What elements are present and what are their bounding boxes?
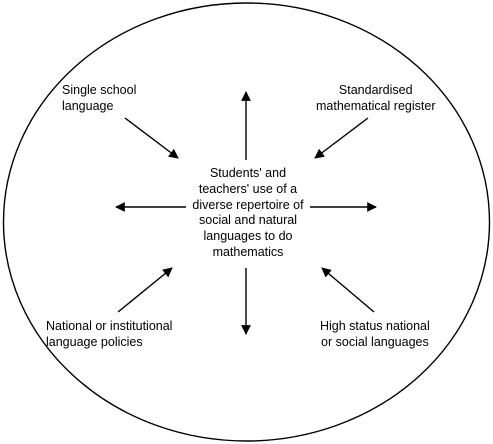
influence-high-status-languages: High status national or social languages — [320, 319, 430, 349]
center-line: Students' and — [209, 166, 287, 180]
center-line: mathematics — [212, 244, 284, 259]
influence-standardised-register: Standardised mathematical register — [316, 83, 436, 113]
center-line: teachers' use of a — [198, 181, 298, 196]
arrow-in-bottom-right — [321, 267, 375, 313]
arrow-in-top-left — [124, 117, 179, 159]
arrow-in-top-right — [314, 117, 369, 159]
influence-language-policies: National or institutional language polic… — [46, 319, 173, 349]
center-line: diverse repertoire of — [192, 197, 304, 212]
arrow-in-bottom-left — [117, 267, 173, 313]
center-concept: Students' and teachers' use of a diverse… — [186, 166, 310, 261]
center-line: social and natural — [199, 213, 297, 228]
influence-single-school-language: Single school language — [62, 83, 137, 113]
center-line: languages to do — [203, 229, 293, 244]
